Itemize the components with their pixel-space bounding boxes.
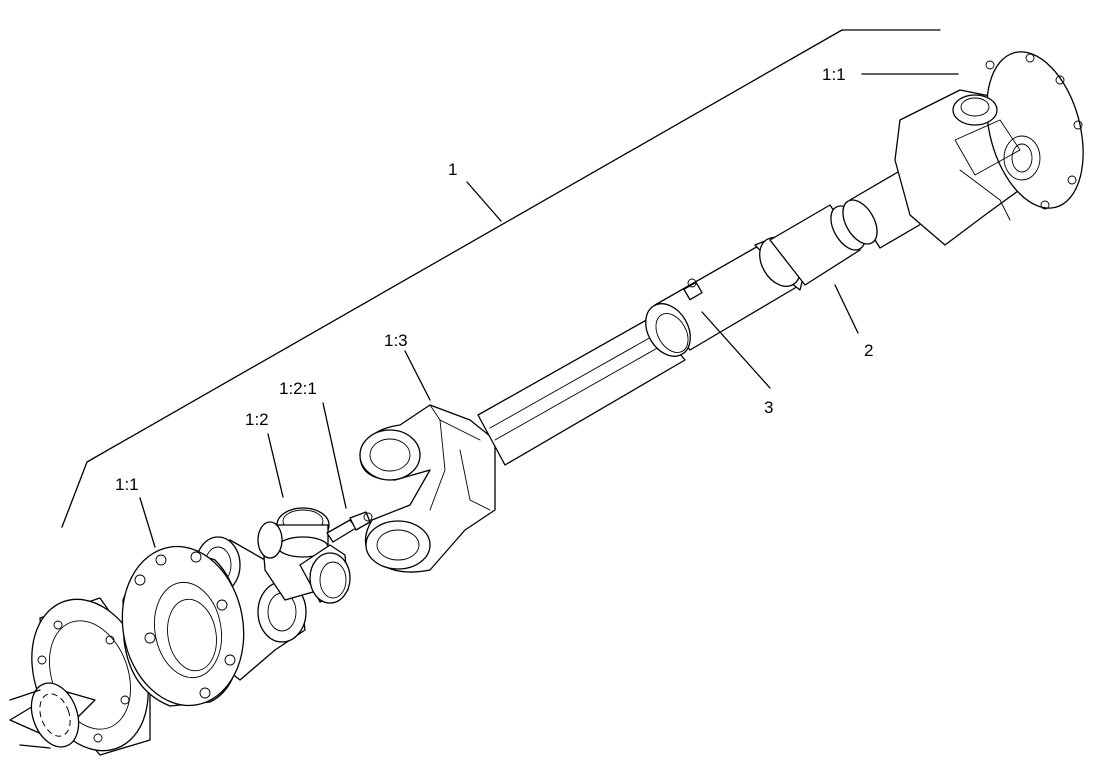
- callout-1-1-left: 1:1: [115, 475, 139, 494]
- grease-fitting: [326, 511, 373, 543]
- drive-tube: [769, 164, 946, 286]
- splined-shaft: [477, 317, 686, 466]
- callout-3: 3: [764, 398, 773, 417]
- callout-1: 1: [448, 160, 457, 179]
- spider-cross: [257, 507, 351, 604]
- sleeve-grease-nipple: [683, 278, 703, 301]
- callout-2: 2: [864, 341, 873, 360]
- assembly-bracket: [61, 29, 941, 528]
- flange-yoke-right: [894, 51, 1084, 246]
- slip-yoke: [359, 404, 496, 573]
- callout-1-2: 1:2: [245, 410, 269, 429]
- callout-1-3: 1:3: [384, 331, 408, 350]
- leader-lines: [139, 73, 959, 548]
- callout-1-1-right: 1:1: [822, 65, 846, 84]
- mating-flange-left: [9, 597, 151, 756]
- callout-1-2-1: 1:2:1: [279, 379, 317, 398]
